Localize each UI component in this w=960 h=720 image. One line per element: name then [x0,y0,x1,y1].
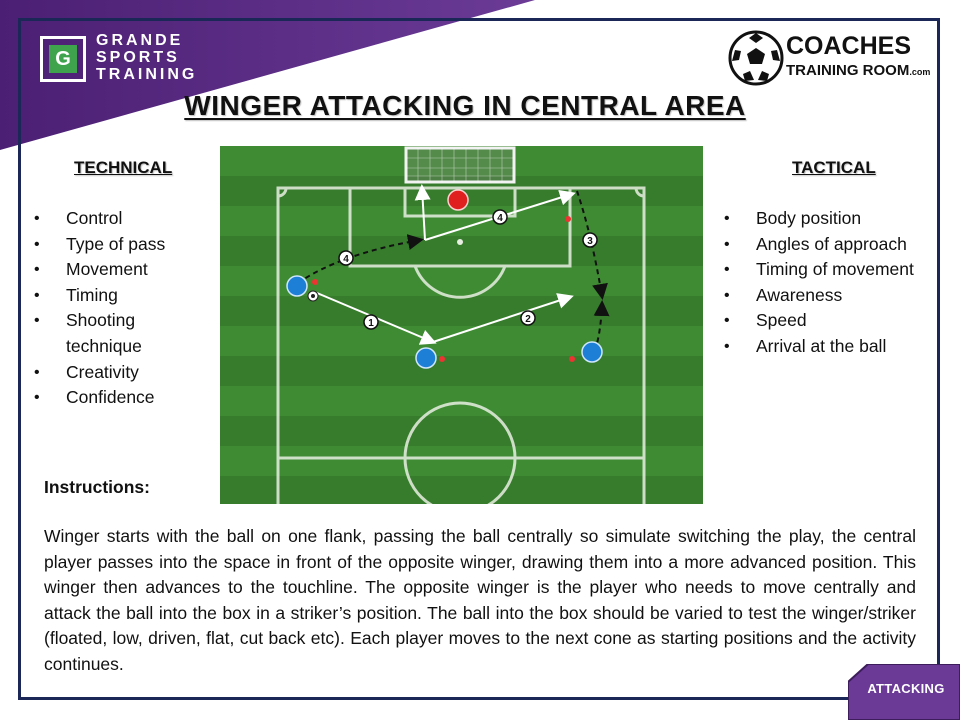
list-item: Body position [724,206,944,232]
player-red-keeper [447,189,469,211]
player-blue-center [415,347,437,369]
list-item: Confidence [34,385,204,411]
list-item: Awareness [724,283,944,309]
technical-heading: TECHNICAL [74,158,173,177]
soccer-ball-icon [728,30,784,86]
goal-icon [404,146,516,184]
ctr-logo-subtitle: TRAINING ROOM.com [786,62,930,79]
list-item: Movement [34,257,204,283]
grande-logo-letter: G [49,45,77,73]
instructions-text: Winger starts with the ball on one flank… [44,526,916,674]
goal-area [403,186,517,218]
step-label: 1 [368,318,374,329]
tactical-list: Body position Angles of approach Timing … [724,206,944,360]
step-label: 2 [525,314,531,325]
list-item: Type of pass [34,232,204,258]
list-item: Timing [34,283,204,309]
step-label: 4 [343,254,349,265]
page-title: WINGER ATTACKING IN CENTRAL AREA [184,90,746,121]
grande-logo-line: GRANDE [96,32,184,49]
grande-logo-line: SPORTS [96,49,180,66]
list-item: Arrival at the ball [724,334,944,360]
ctr-logo-suffix: .com [909,67,931,77]
tactical-heading: TACTICAL [792,158,876,177]
ctr-logo-title: COACHES [786,32,912,60]
category-tag-shape [848,664,960,720]
list-item: Timing of movement [724,257,944,283]
pitch-diagram: 1 2 3 4 4 [220,146,703,504]
ctr-logo-subtitle-main: TRAINING ROOM [786,62,910,79]
grande-logo-line: TRAINING [96,66,198,83]
list-item: Angles of approach [724,232,944,258]
player-blue-right [581,341,603,363]
grande-logo-icon: G [40,36,86,82]
step-label: 4 [497,213,503,224]
penalty-arc [413,265,507,299]
player-blue-left [286,275,308,297]
list-item: Creativity [34,360,204,386]
list-item: Control [34,206,204,232]
category-tag[interactable]: ATTACKING [867,681,945,696]
list-item: Speed [724,308,944,334]
technical-list: Control Type of pass Movement Timing Sho… [34,206,204,411]
instructions-heading: Instructions: [44,477,150,497]
grande-logo-text: GRANDE SPORTS TRAINING [96,32,197,83]
step-label: 3 [587,236,593,247]
list-item: Shooting technique [34,308,161,359]
